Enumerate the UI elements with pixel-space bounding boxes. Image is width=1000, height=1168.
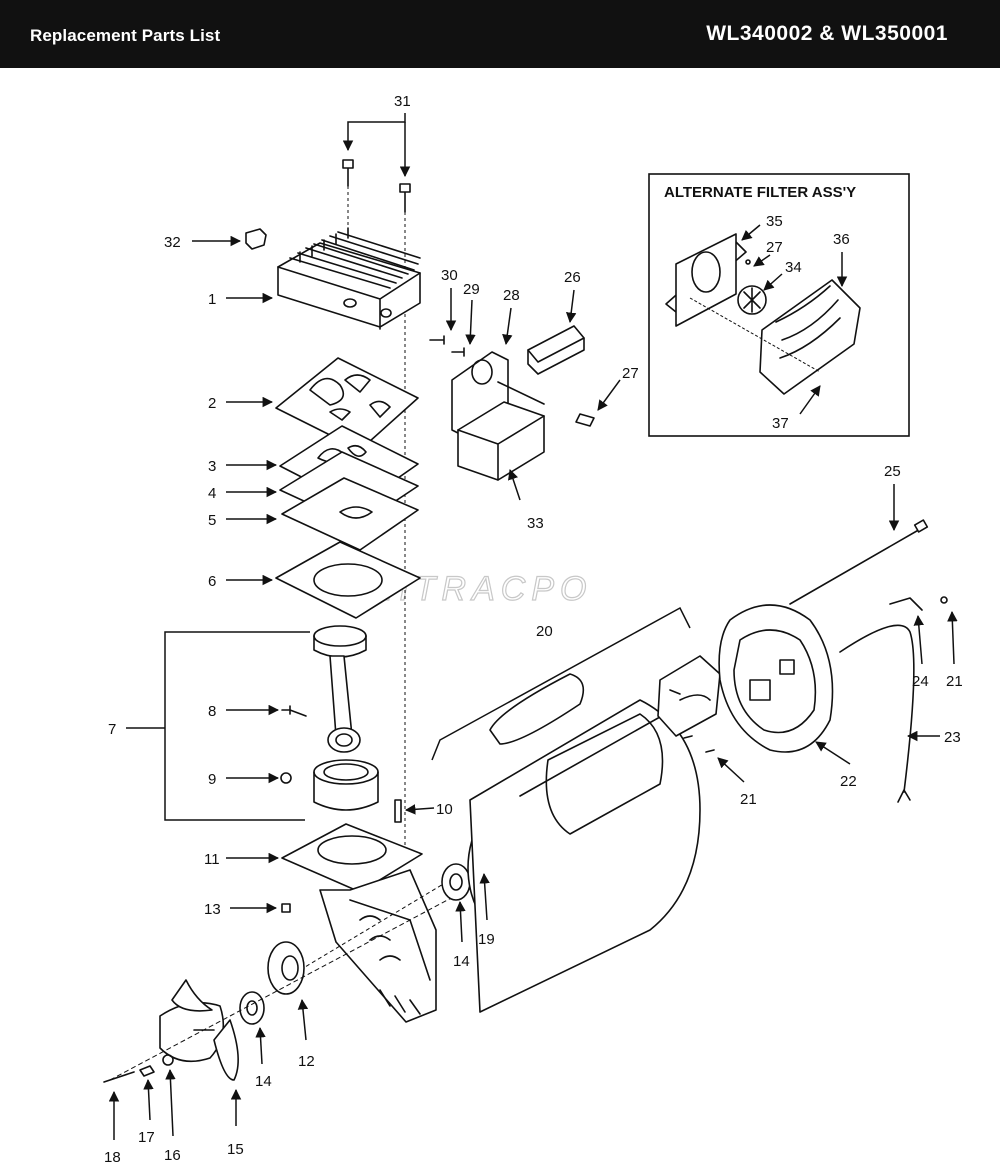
- callout-2: 2: [208, 395, 216, 412]
- callout-34: 34: [785, 259, 802, 276]
- through-bolt: [789, 519, 929, 605]
- piston-sleeve: [280, 759, 379, 811]
- callout-13: 13: [204, 901, 221, 918]
- callout-21-right: 21: [946, 673, 963, 690]
- callout-11: 11: [204, 851, 220, 868]
- model-numbers: WL340002 & WL350001: [706, 22, 948, 45]
- valve-plate-assembly: [279, 425, 419, 551]
- piston-connecting-rod: [313, 625, 367, 753]
- callout-20: 20: [536, 623, 553, 640]
- callout-5: 5: [208, 512, 216, 529]
- fan-hardware: [103, 1054, 174, 1083]
- rod-screw: [281, 705, 307, 717]
- power-cord: [839, 596, 948, 803]
- callout-15: 15: [227, 1141, 244, 1158]
- callout-12: 12: [298, 1053, 315, 1070]
- callout-18: 18: [104, 1149, 121, 1166]
- bearing-left: [239, 991, 265, 1025]
- plug-fitting: [245, 228, 267, 250]
- callout-6: 6: [208, 573, 216, 590]
- crankshaft-hub: [267, 941, 305, 995]
- callout-10: 10: [436, 801, 453, 818]
- callout-33: 33: [527, 515, 544, 532]
- motor-end-bell: [718, 604, 834, 753]
- nut: [281, 903, 291, 913]
- callout-14-right: 14: [453, 953, 470, 970]
- callout-labels: 31 32 1 2 3 4 5 6 7 8 9 10 11 13 12 14 1…: [104, 93, 963, 1166]
- callout-35: 35: [766, 213, 783, 230]
- callout-4: 4: [208, 485, 216, 502]
- callout-16: 16: [164, 1147, 181, 1164]
- callout-25: 25: [884, 463, 901, 480]
- alternate-filter-inset: [648, 173, 910, 437]
- callout-3: 3: [208, 458, 216, 475]
- callout-27-right: 27: [622, 365, 639, 382]
- callout-26: 26: [564, 269, 581, 286]
- head-bolts: [342, 159, 411, 860]
- page-title: Replacement Parts List: [30, 26, 221, 45]
- callout-23: 23: [944, 729, 961, 746]
- bearing-right: [441, 863, 471, 901]
- intake-filter: [429, 325, 595, 481]
- crankcase: [281, 823, 451, 1023]
- callout-29: 29: [463, 281, 480, 298]
- callout-36: 36: [833, 231, 850, 248]
- callout-27-inset: 27: [766, 239, 783, 256]
- cylinder-head: [277, 227, 421, 330]
- callout-21-lower: 21: [740, 791, 757, 808]
- callout-30: 30: [441, 267, 458, 284]
- motor-stator: [431, 606, 701, 1013]
- callout-37: 37: [772, 415, 789, 432]
- piston-assembly-bracket: [164, 631, 310, 821]
- callout-8: 8: [208, 703, 216, 720]
- callout-31: 31: [394, 93, 411, 110]
- cooling-fan: [159, 979, 239, 1081]
- callout-17: 17: [138, 1129, 155, 1146]
- callout-14-left: 14: [255, 1073, 272, 1090]
- end-bell-screws: [683, 735, 715, 753]
- callout-24: 24: [912, 673, 929, 690]
- inset-title: ALTERNATE FILTER ASS'Y: [664, 184, 856, 201]
- callout-19: 19: [478, 931, 495, 948]
- callout-32: 32: [164, 234, 181, 251]
- callout-9: 9: [208, 771, 216, 788]
- callout-1: 1: [208, 291, 216, 308]
- callout-7: 7: [108, 721, 116, 738]
- callout-28: 28: [503, 287, 520, 304]
- cylinder-gasket: [275, 541, 421, 619]
- leader-lines: [108, 113, 958, 1140]
- callout-22: 22: [840, 773, 857, 790]
- dowel-pin: [394, 799, 402, 823]
- header-bar: Replacement Parts List WL340002 & WL3500…: [0, 0, 1000, 68]
- motor-switch: [657, 655, 721, 737]
